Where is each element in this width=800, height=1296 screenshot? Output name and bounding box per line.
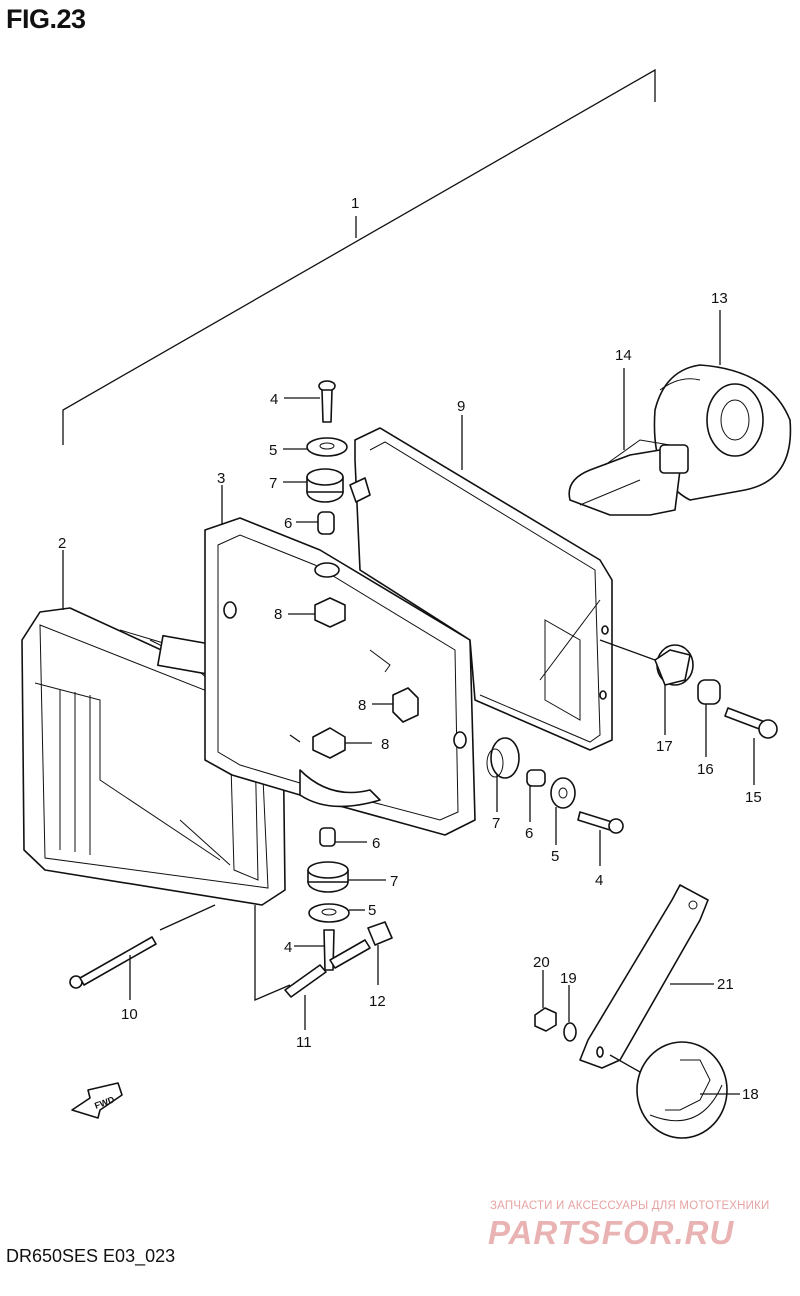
headlight-rim xyxy=(204,517,476,836)
callout-5-lower: 5 xyxy=(368,902,376,919)
callout-labels: 1 2 3 4 4 4 5 5 5 6 6 6 7 7 7 8 8 8 9 10… xyxy=(58,195,762,1103)
reflector xyxy=(636,1041,728,1139)
headlight-bulb xyxy=(568,439,689,516)
callout-11: 11 xyxy=(296,1034,312,1051)
watermark-logo: PARTSFOR.RU xyxy=(488,1214,735,1251)
leader-lines xyxy=(62,310,755,1095)
nut-washer-small xyxy=(534,1007,577,1042)
callout-7-lower: 7 xyxy=(390,873,398,890)
callout-19: 19 xyxy=(560,970,577,987)
callout-10: 10 xyxy=(121,1006,138,1023)
hardware-right xyxy=(486,644,778,834)
callout-7-upper: 7 xyxy=(269,475,277,492)
callout-2: 2 xyxy=(58,535,66,552)
callout-16: 16 xyxy=(697,761,714,778)
callout-4-right: 4 xyxy=(595,872,603,889)
hardware-lower xyxy=(69,827,393,998)
callout-3: 3 xyxy=(217,470,225,487)
callout-4-upper: 4 xyxy=(270,391,278,408)
reflector-bracket xyxy=(579,884,709,1069)
assembly-bracket-1 xyxy=(62,68,656,445)
callout-4-lower: 4 xyxy=(284,939,292,956)
callout-20: 20 xyxy=(533,954,550,971)
callout-12: 12 xyxy=(369,993,386,1010)
callout-8-lower: 8 xyxy=(381,736,389,753)
callout-9: 9 xyxy=(457,398,465,415)
callout-21: 21 xyxy=(717,976,734,993)
fwd-arrow-icon: FWD xyxy=(71,1082,123,1119)
figure-title: FIG.23 xyxy=(6,4,86,34)
callout-14: 14 xyxy=(615,347,632,364)
callout-5-upper: 5 xyxy=(269,442,277,459)
headlight-housing xyxy=(354,427,613,751)
callout-5-right: 5 xyxy=(551,848,559,865)
callout-7-right: 7 xyxy=(492,815,500,832)
model-code: DR650SES E03_023 xyxy=(6,1246,176,1266)
watermark-tagline: ЗАПЧАСТИ И АКСЕССУАРЫ ДЛЯ МОТОТЕХНИКИ xyxy=(490,1200,770,1212)
callout-15: 15 xyxy=(745,789,762,806)
callout-1: 1 xyxy=(351,195,359,212)
callout-8-middle: 8 xyxy=(358,697,366,714)
callout-18: 18 xyxy=(742,1086,759,1103)
callout-13: 13 xyxy=(711,290,728,307)
callout-17: 17 xyxy=(656,738,673,755)
hardware-upper xyxy=(306,380,419,759)
callout-6-lower: 6 xyxy=(372,835,380,852)
callout-6-upper: 6 xyxy=(284,515,292,532)
callout-6-right: 6 xyxy=(525,825,533,842)
callout-8-upper: 8 xyxy=(274,606,282,623)
